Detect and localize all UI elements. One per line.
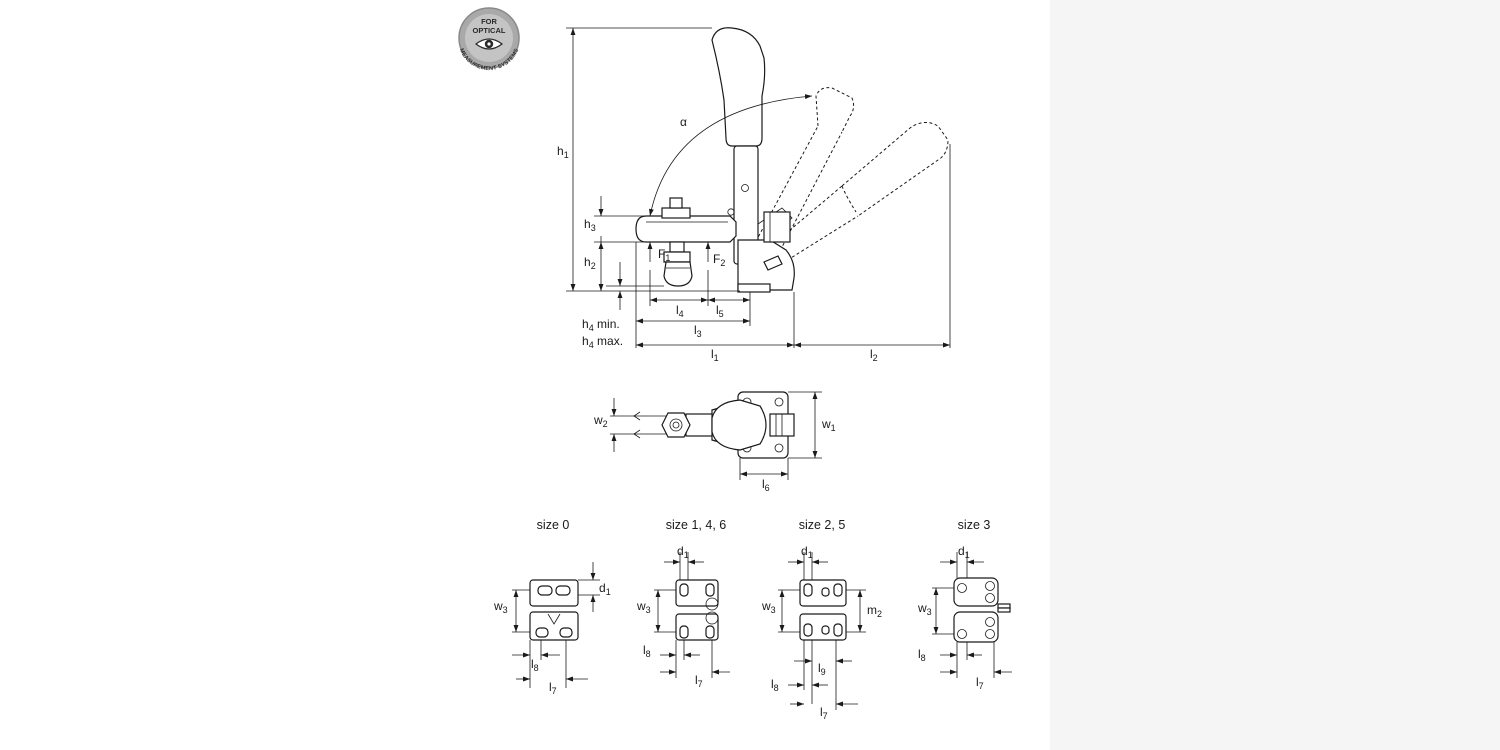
- svg-text:d1: d1: [958, 544, 970, 560]
- svg-text:l7: l7: [695, 673, 703, 689]
- svg-text:w3: w3: [917, 601, 932, 617]
- svg-text:size 1, 4, 6: size 1, 4, 6: [666, 518, 726, 532]
- svg-text:size 0: size 0: [537, 518, 570, 532]
- svg-text:l1: l1: [711, 347, 719, 363]
- spindle-shaft: [669, 241, 685, 253]
- svg-text:l3: l3: [694, 323, 702, 339]
- svg-text:w3: w3: [761, 599, 776, 615]
- svg-text:l7: l7: [976, 675, 984, 691]
- svg-text:w1: w1: [821, 417, 836, 433]
- lever-handle: [711, 27, 766, 147]
- svg-text:h4 min.: h4 min.: [582, 317, 620, 333]
- svg-text:l2: l2: [870, 347, 878, 363]
- svg-text:size 3: size 3: [958, 518, 991, 532]
- svg-text:size 2, 5: size 2, 5: [799, 518, 846, 532]
- svg-text:m2: m2: [867, 603, 882, 619]
- svg-text:l9: l9: [818, 661, 826, 677]
- lever-handle-top: [711, 399, 767, 451]
- svg-text:l5: l5: [716, 303, 724, 319]
- svg-text:d1: d1: [599, 581, 611, 597]
- svg-text:h2: h2: [584, 255, 596, 271]
- side-view: h1 h3 h2 α F1 F2 l4 l5: [557, 27, 951, 363]
- svg-text:l8: l8: [643, 643, 651, 659]
- svg-text:l7: l7: [549, 680, 557, 696]
- svg-text:l6: l6: [762, 477, 770, 493]
- svg-text:h4 max.: h4 max.: [582, 334, 623, 350]
- top-view: w1 w2 l6: [593, 391, 836, 493]
- svg-text:α: α: [680, 115, 687, 129]
- svg-text:l8: l8: [531, 657, 539, 673]
- base-plate-size-0: size 0 d1 w3 l8 l7: [493, 518, 611, 696]
- base-plate-size-3: size 3 d1 w3 l8: [917, 518, 1012, 691]
- clamp-arm: [635, 215, 737, 243]
- svg-text:w3: w3: [493, 599, 508, 615]
- svg-text:F1: F1: [658, 247, 670, 263]
- svg-text:OPTICAL: OPTICAL: [473, 26, 506, 35]
- svg-text:F2: F2: [713, 252, 725, 268]
- svg-text:l8: l8: [771, 677, 779, 693]
- svg-text:FOR: FOR: [481, 17, 497, 26]
- background-panel: [1050, 0, 1500, 750]
- svg-text:h1: h1: [557, 144, 569, 160]
- svg-text:l7: l7: [820, 705, 828, 721]
- spindle-rubber-tip: [663, 261, 693, 287]
- svg-text:l8: l8: [918, 647, 926, 663]
- eye-icon: [475, 38, 503, 50]
- svg-text:d1: d1: [677, 544, 689, 560]
- spindle-hex-nut: [661, 412, 691, 438]
- base-plate-size-1-4-6: size 1, 4, 6 d1 w3 l8: [636, 518, 730, 689]
- lever-open-position-2: [763, 122, 949, 267]
- svg-text:l4: l4: [676, 303, 684, 319]
- svg-text:h3: h3: [584, 217, 596, 233]
- svg-text:w3: w3: [636, 599, 651, 615]
- spindle-nut-top: [661, 207, 691, 219]
- base-plate-size-2-5: size 2, 5 d1 w3 m2: [761, 518, 882, 721]
- svg-text:w2: w2: [593, 413, 608, 429]
- optical-measurement-badge: FOR OPTICAL MEASUREMENT SYSTEMS: [458, 7, 520, 72]
- svg-text:d1: d1: [801, 544, 813, 560]
